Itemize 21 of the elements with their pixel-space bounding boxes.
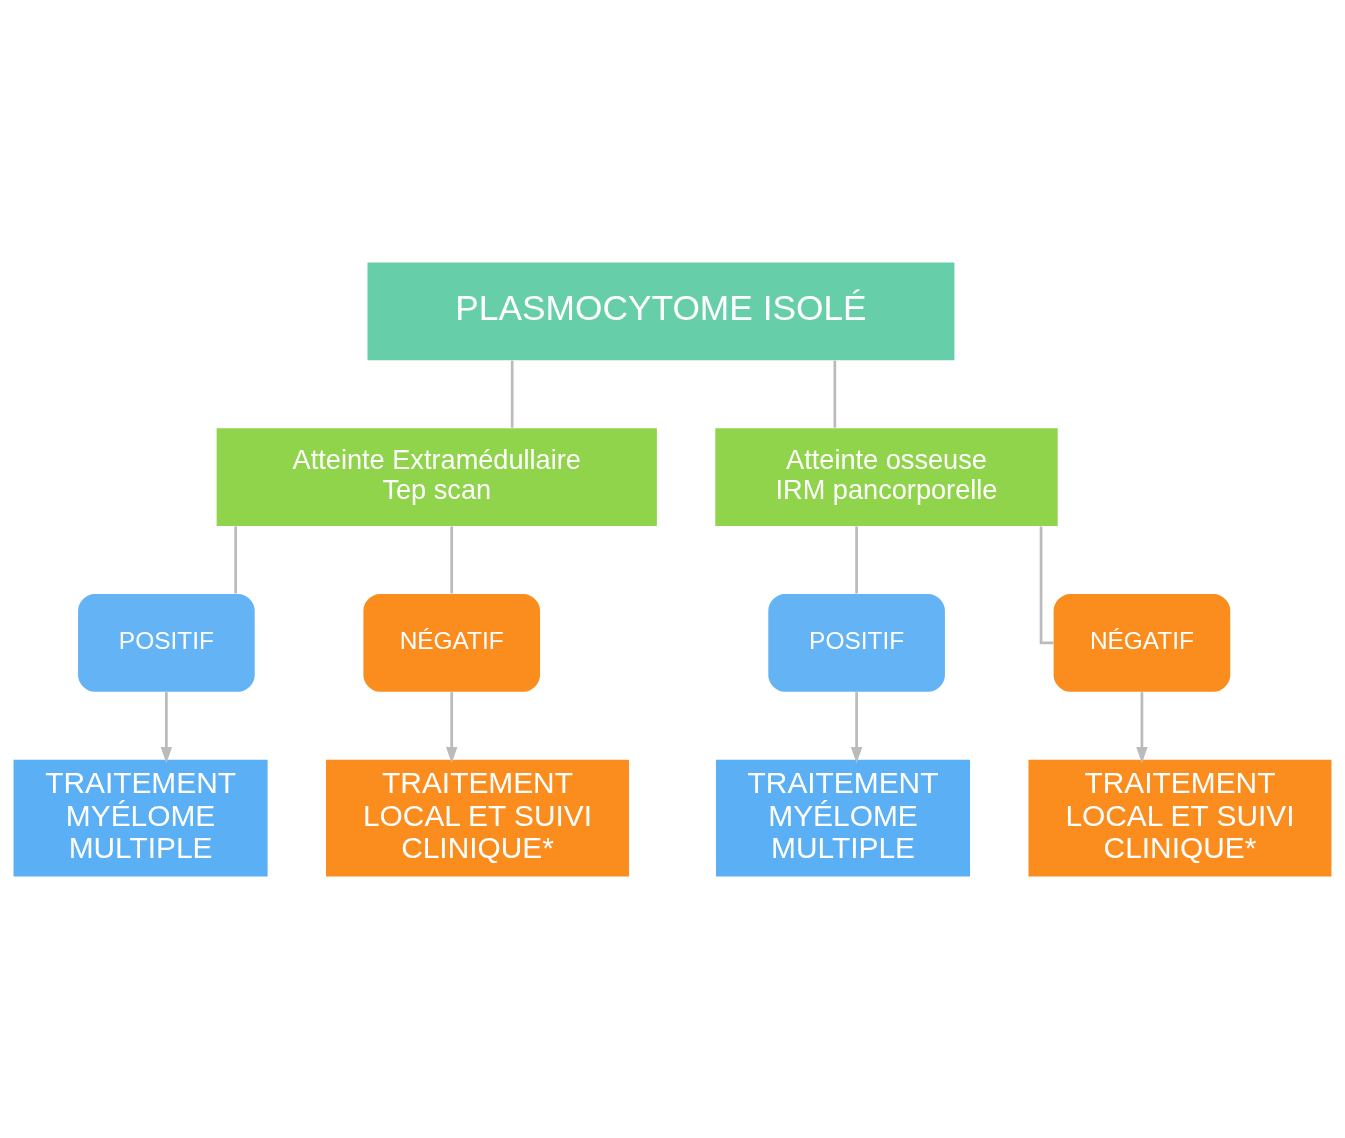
node-box: NÉGATIF bbox=[363, 593, 541, 692]
connector bbox=[510, 360, 514, 428]
node-box: TRAITEMENT MYÉLOME MULTIPLE bbox=[13, 759, 268, 877]
node-box: TRAITEMENT LOCAL ET SUIVI CLINIQUE* bbox=[326, 759, 629, 877]
node-box: TRAITEMENT LOCAL ET SUIVI CLINIQUE* bbox=[1028, 759, 1332, 877]
node-box: NÉGATIF bbox=[1053, 593, 1231, 692]
connector bbox=[1039, 525, 1054, 644]
arrow bbox=[160, 691, 173, 763]
connector bbox=[833, 360, 837, 428]
node-box: POSITIF bbox=[768, 593, 945, 692]
node-box: Atteinte Extramédullaire Tep scan bbox=[216, 427, 657, 526]
arrow bbox=[446, 691, 458, 763]
connector bbox=[450, 525, 454, 593]
arrow bbox=[1136, 691, 1148, 763]
node-box: TRAITEMENT MYÉLOME MULTIPLE bbox=[716, 759, 971, 877]
arrow bbox=[850, 691, 863, 763]
node-box: POSITIF bbox=[78, 593, 255, 692]
connector bbox=[855, 525, 858, 593]
node-box: Atteinte osseuse IRM pancorporelle bbox=[715, 427, 1058, 526]
connector bbox=[234, 525, 238, 593]
node-box: PLASMOCYTOME ISOLÉ bbox=[367, 261, 955, 360]
